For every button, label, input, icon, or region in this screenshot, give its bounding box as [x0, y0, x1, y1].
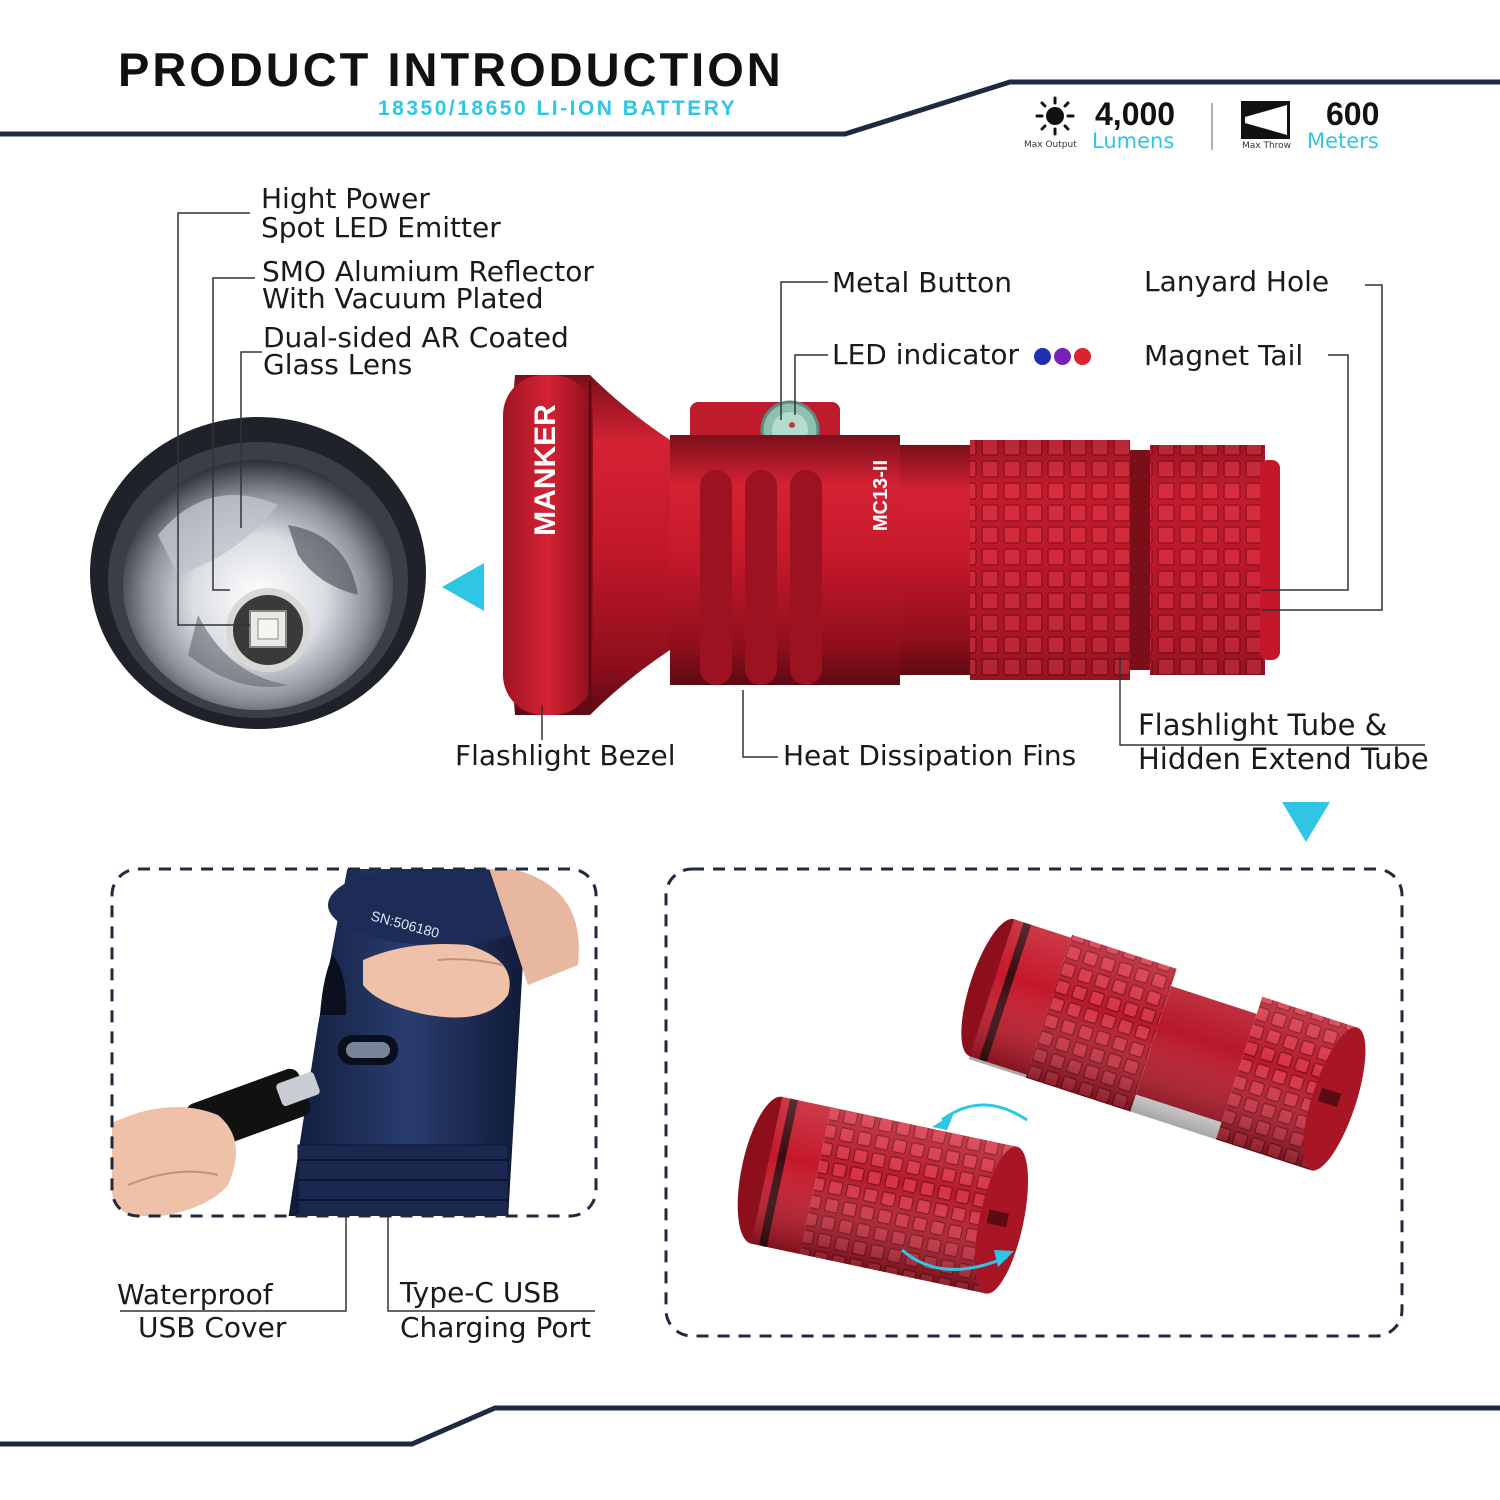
- label-tube: Flashlight Tube & Hidden Extend Tube: [1138, 708, 1429, 776]
- meters-value: 600: [1326, 96, 1380, 132]
- indicator-dot-purple: [1053, 348, 1071, 365]
- label-fins: Heat Dissipation Fins: [783, 739, 1077, 772]
- arrow-left-icon: [442, 563, 484, 611]
- label-usb-cover-line2: USB Cover: [138, 1311, 287, 1344]
- page-title: PRODUCT INTRODUCTION: [118, 43, 784, 96]
- usb-charging-image: SN:506180: [110, 867, 598, 1218]
- label-lens: Dual-sided AR Coated Glass Lens: [263, 323, 569, 379]
- max-throw-caption: Max Throw: [1242, 141, 1292, 151]
- label-usb-cover: Waterproof USB Cover: [117, 1280, 286, 1342]
- label-tube-line1: Flashlight Tube &: [1138, 708, 1388, 742]
- label-magnet-tail: Magnet Tail: [1144, 339, 1304, 372]
- lumens-value: 4,000: [1095, 96, 1176, 132]
- label-led-indicator-text: LED indicator: [832, 338, 1020, 371]
- indicator-dot-red: [1073, 348, 1091, 365]
- label-lens-line2: Glass Lens: [263, 348, 413, 381]
- model-mark: MC13-II: [870, 460, 892, 531]
- label-reflector: SMO Alumium Reflector With Vacuum Plated: [262, 257, 594, 313]
- label-reflector-line1: SMO Alumium Reflector: [262, 255, 594, 288]
- label-bezel: Flashlight Bezel: [455, 739, 676, 772]
- extend-tubes-image: [664, 867, 1404, 1338]
- lumens-unit: Lumens: [1092, 129, 1175, 153]
- label-lanyard-hole: Lanyard Hole: [1144, 265, 1330, 298]
- label-reflector-line2: With Vacuum Plated: [262, 282, 544, 315]
- label-emitter-line2: Spot LED Emitter: [261, 211, 501, 244]
- arrow-down-icon: [1282, 802, 1330, 842]
- label-led-indicator: LED indicator: [832, 340, 1091, 369]
- label-metal-button: Metal Button: [832, 266, 1012, 299]
- label-emitter: Hight Power Spot LED Emitter: [261, 184, 501, 242]
- rotate-arrow-top: [941, 1103, 1028, 1122]
- label-usb-cover-line1: Waterproof: [117, 1278, 273, 1311]
- page-subtitle: 18350/18650 LI-ION BATTERY: [378, 97, 738, 120]
- label-usb-port-line2: Charging Port: [400, 1311, 591, 1344]
- beam-icon: [1241, 101, 1290, 139]
- label-lens-line1: Dual-sided AR Coated: [263, 321, 569, 354]
- label-emitter-line1: Hight Power: [261, 182, 430, 215]
- header-divider: [0, 79, 1500, 137]
- footer-divider: [0, 1405, 1500, 1447]
- brand-mark: MANKER: [529, 404, 562, 536]
- rotate-arrow-bottom: [901, 1248, 1008, 1271]
- flashlight-main-image: MANKER MC13-II: [503, 375, 1280, 715]
- label-usb-port: Type-C USB Charging Port: [400, 1278, 591, 1342]
- indicator-dot-blue: [1033, 348, 1051, 365]
- label-usb-port-line1: Type-C USB: [400, 1276, 561, 1309]
- meters-unit: Meters: [1307, 129, 1379, 153]
- label-tube-line2: Hidden Extend Tube: [1138, 742, 1429, 776]
- reflector-closeup-image: [90, 417, 426, 729]
- max-output-caption: Max Output: [1024, 140, 1077, 150]
- sun-icon: [1035, 96, 1075, 136]
